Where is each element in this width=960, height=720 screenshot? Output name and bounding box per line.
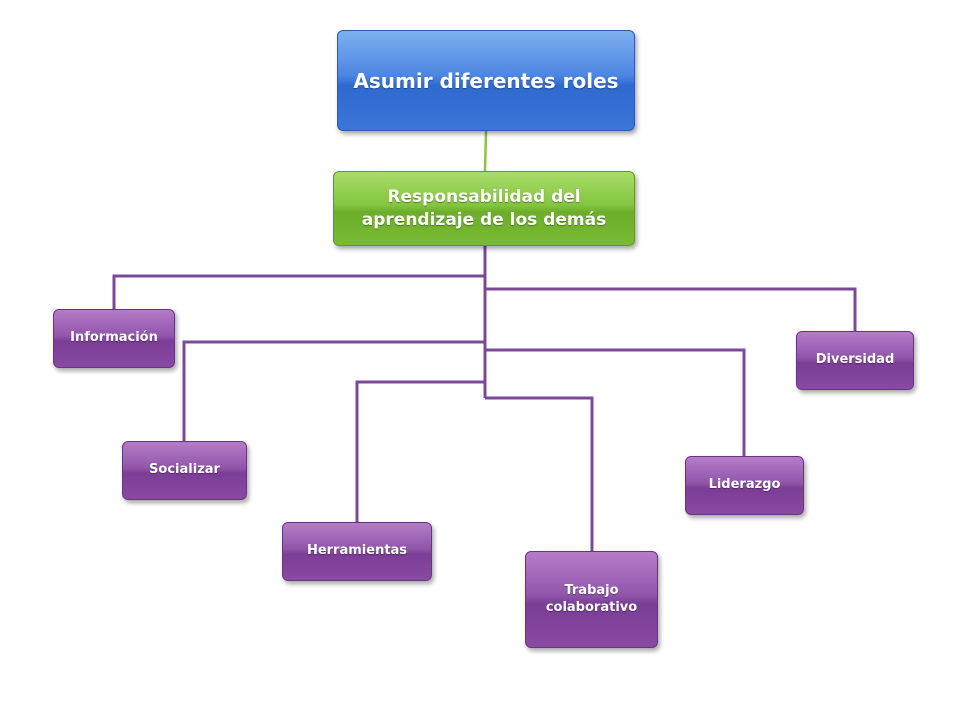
connector-informacion xyxy=(112,274,485,309)
leaf-node-informacion: Información xyxy=(53,309,175,368)
connector-socializar xyxy=(182,340,485,441)
leaf-label-diversidad: Diversidad xyxy=(815,352,895,368)
leaf-node-liderazgo: Liderazgo xyxy=(685,456,804,515)
leaf-label-trabajo-colaborativo: Trabajo colaborativo xyxy=(545,582,638,615)
leaf-label-socializar: Socializar xyxy=(149,462,220,478)
root-node-label: Asumir diferentes roles xyxy=(353,68,619,93)
connector-liderazgo xyxy=(485,348,746,456)
connector-herramientas xyxy=(355,380,485,522)
leaf-label-informacion: Información xyxy=(70,330,158,346)
root-node: Asumir diferentes roles xyxy=(337,30,635,131)
leaf-label-herramientas: Herramientas xyxy=(306,543,408,559)
leaf-node-socializar: Socializar xyxy=(122,441,247,500)
leaf-node-trabajo-colaborativo: Trabajo colaborativo xyxy=(525,551,658,648)
level2-node: Responsabilidad del aprendizaje de los d… xyxy=(333,171,635,246)
leaf-label-liderazgo: Liderazgo xyxy=(708,477,781,493)
connector-trabajo xyxy=(485,396,594,551)
connector-diversidad xyxy=(485,287,857,331)
connector-root-to-level2 xyxy=(483,130,488,172)
level2-node-label: Responsabilidad del aprendizaje de los d… xyxy=(361,187,607,230)
leaf-node-diversidad: Diversidad xyxy=(796,331,914,390)
leaf-node-herramientas: Herramientas xyxy=(282,522,432,581)
